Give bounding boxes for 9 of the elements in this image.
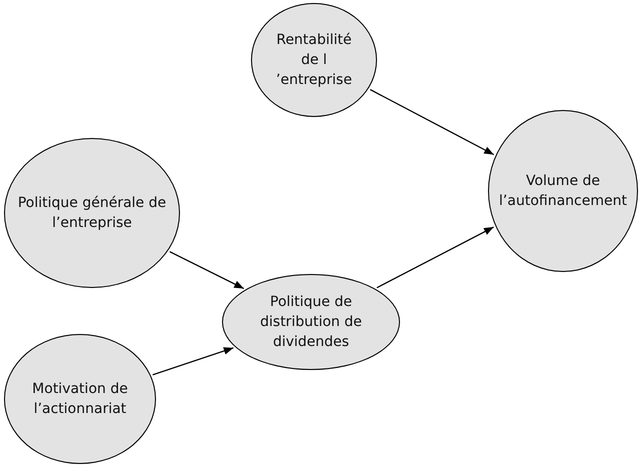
node-label: Motivation de l’actionnariat [31, 380, 129, 419]
arrow [376, 226, 494, 288]
arrow [170, 251, 244, 290]
node-label: Volume de l’autofinancement [498, 172, 628, 211]
node-label: Politique générale de l’entreprise [17, 194, 167, 233]
arrow [370, 89, 494, 156]
node-label: Politique de distribution de dividendes [259, 293, 363, 352]
arrow [152, 347, 234, 376]
node-label: Rentabilité de l ’entreprise [275, 31, 353, 90]
